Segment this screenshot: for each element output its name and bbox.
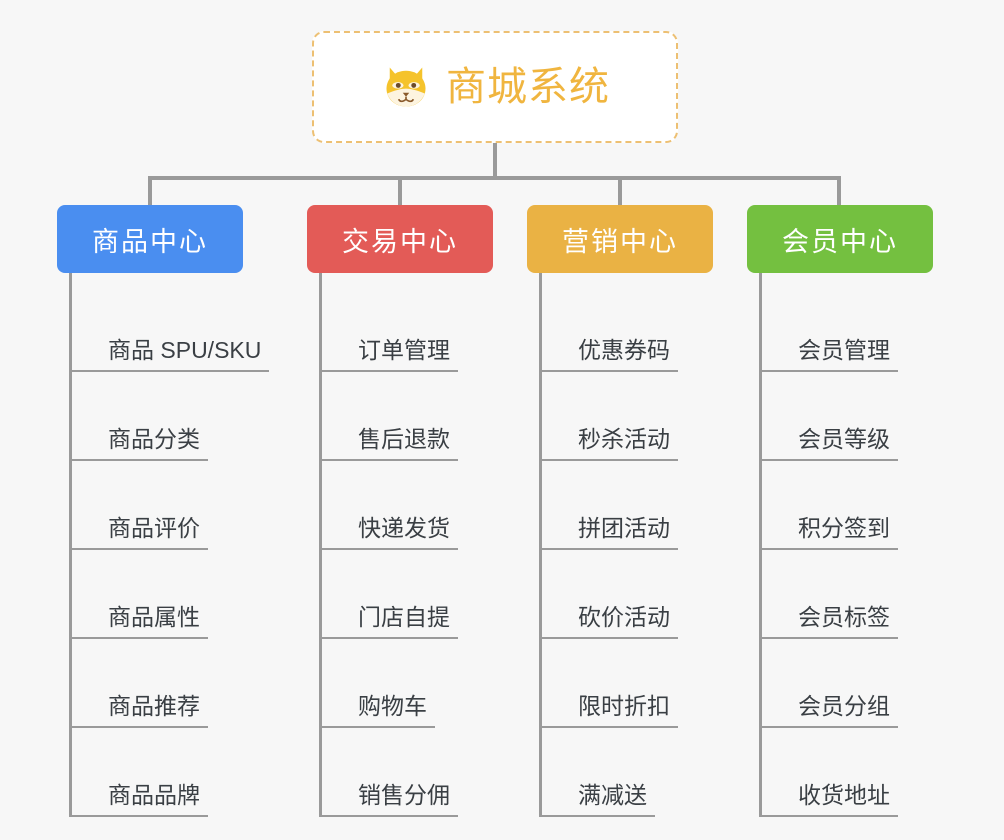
- leaf-item[interactable]: 订单管理: [322, 283, 493, 372]
- leaf-item[interactable]: 优惠券码: [542, 283, 713, 372]
- leaf-item[interactable]: 限时折扣: [542, 639, 713, 728]
- leaf-item-label: 商品品牌: [72, 782, 208, 817]
- horizontal-bus-connector: [148, 176, 841, 180]
- branch-column-marketing: 营销中心 优惠券码 秒杀活动 拼团活动 砍价活动 限时折扣 满减送: [527, 205, 713, 817]
- branch-column-trade: 交易中心 订单管理 售后退款 快递发货 门店自提 购物车 销售分佣: [307, 205, 493, 817]
- leaf-item-label: 会员标签: [762, 604, 898, 639]
- leaf-item-label: 会员管理: [762, 337, 898, 372]
- leaf-item[interactable]: 购物车: [322, 639, 493, 728]
- leaf-item-label: 商品 SPU/SKU: [72, 337, 270, 372]
- leaf-item[interactable]: 商品分类: [72, 372, 243, 461]
- root-title: 商城系统: [446, 65, 610, 109]
- leaf-item-label: 秒杀活动: [542, 426, 678, 461]
- leaf-item[interactable]: 商品 SPU/SKU: [72, 283, 270, 372]
- branch-header-product[interactable]: 商品中心: [57, 205, 243, 273]
- branch-header-marketing[interactable]: 营销中心: [527, 205, 713, 273]
- leaf-item[interactable]: 满减送: [542, 728, 713, 817]
- leaf-item-label: 优惠券码: [542, 337, 678, 372]
- leaf-item[interactable]: 快递发货: [322, 461, 493, 550]
- leaf-item-label: 商品推荐: [72, 693, 208, 728]
- leaf-item[interactable]: 售后退款: [322, 372, 493, 461]
- leaf-item-label: 砍价活动: [542, 604, 678, 639]
- branch-column-product: 商品中心 商品 SPU/SKU 商品分类 商品评价 商品属性 商品推荐 商品品牌: [57, 205, 270, 817]
- leaf-item-label: 收货地址: [762, 782, 898, 817]
- branch-drop-connector-4: [837, 176, 841, 206]
- leaf-item-label: 售后退款: [322, 426, 458, 461]
- leaf-item-label: 限时折扣: [542, 693, 678, 728]
- branch-header-trade[interactable]: 交易中心: [307, 205, 493, 273]
- leaf-item[interactable]: 商品品牌: [72, 728, 243, 817]
- branch-header-label: 会员中心: [782, 226, 898, 257]
- root-stem-connector: [493, 143, 497, 178]
- leaf-item[interactable]: 秒杀活动: [542, 372, 713, 461]
- leaf-item[interactable]: 收货地址: [762, 728, 933, 817]
- leaf-item-label: 商品分类: [72, 426, 208, 461]
- leaf-item-label: 商品评价: [72, 515, 208, 550]
- leaf-item-label: 会员等级: [762, 426, 898, 461]
- leaf-item[interactable]: 门店自提: [322, 550, 493, 639]
- leaf-item[interactable]: 销售分佣: [322, 728, 493, 817]
- branch-leaf-list-marketing: 优惠券码 秒杀活动 拼团活动 砍价活动 限时折扣 满减送: [539, 273, 713, 817]
- branch-leaf-list-member: 会员管理 会员等级 积分签到 会员标签 会员分组 收货地址: [759, 273, 933, 817]
- leaf-item-label: 快递发货: [322, 515, 458, 550]
- leaf-item[interactable]: 砍价活动: [542, 550, 713, 639]
- leaf-item-label: 拼团活动: [542, 515, 678, 550]
- branch-leaf-list-product: 商品 SPU/SKU 商品分类 商品评价 商品属性 商品推荐 商品品牌: [69, 273, 270, 817]
- leaf-item-label: 销售分佣: [322, 782, 458, 817]
- leaf-item[interactable]: 会员等级: [762, 372, 933, 461]
- branch-column-member: 会员中心 会员管理 会员等级 积分签到 会员标签 会员分组 收货地址: [747, 205, 933, 817]
- leaf-item[interactable]: 商品属性: [72, 550, 243, 639]
- branch-header-label: 商品中心: [92, 226, 208, 257]
- leaf-item[interactable]: 会员分组: [762, 639, 933, 728]
- branch-header-member[interactable]: 会员中心: [747, 205, 933, 273]
- leaf-item-label: 满减送: [542, 782, 655, 817]
- branch-drop-connector-1: [148, 176, 152, 206]
- dog-face-icon: [386, 67, 426, 107]
- branch-leaf-list-trade: 订单管理 售后退款 快递发货 门店自提 购物车 销售分佣: [319, 273, 493, 817]
- branch-header-label: 营销中心: [562, 226, 678, 257]
- root-node[interactable]: 商城系统: [312, 31, 678, 143]
- leaf-item-label: 会员分组: [762, 693, 898, 728]
- leaf-item-label: 门店自提: [322, 604, 458, 639]
- leaf-item[interactable]: 拼团活动: [542, 461, 713, 550]
- branch-drop-connector-2: [398, 176, 402, 206]
- leaf-item-label: 积分签到: [762, 515, 898, 550]
- leaf-item[interactable]: 商品推荐: [72, 639, 243, 728]
- leaf-item[interactable]: 积分签到: [762, 461, 933, 550]
- leaf-item-label: 订单管理: [322, 337, 458, 372]
- leaf-item[interactable]: 商品评价: [72, 461, 243, 550]
- leaf-item[interactable]: 会员标签: [762, 550, 933, 639]
- leaf-item[interactable]: 会员管理: [762, 283, 933, 372]
- branch-header-label: 交易中心: [342, 226, 458, 257]
- leaf-item-label: 商品属性: [72, 604, 208, 639]
- branch-drop-connector-3: [618, 176, 622, 206]
- leaf-item-label: 购物车: [322, 693, 435, 728]
